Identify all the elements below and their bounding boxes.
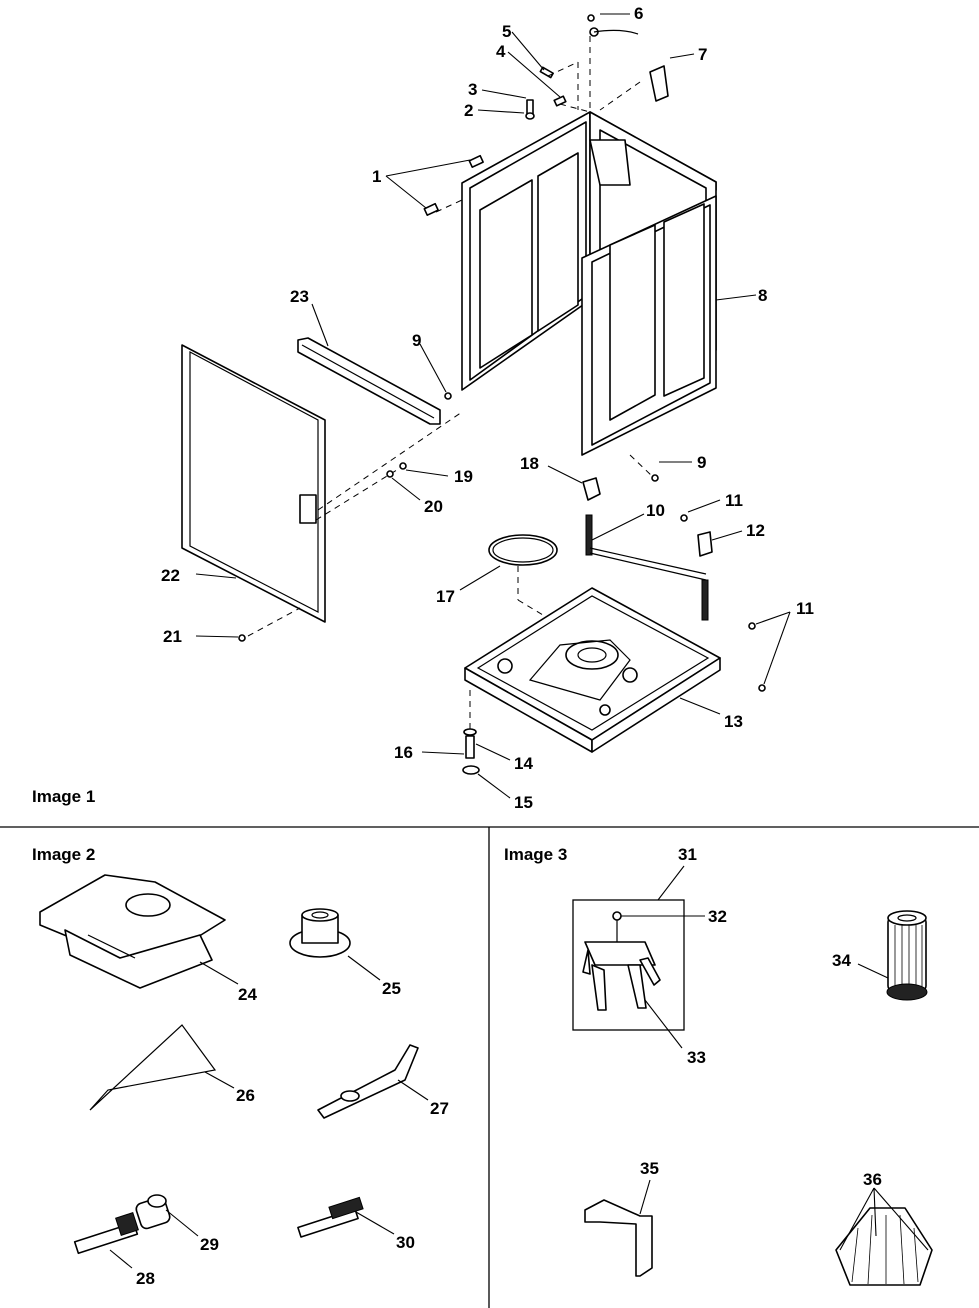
callout-28: 28 <box>136 1269 155 1288</box>
callout-25: 25 <box>382 979 401 998</box>
part-34-foot <box>886 910 928 1001</box>
callout-35: 35 <box>640 1159 659 1178</box>
tub-ring <box>488 534 599 649</box>
callout-3: 3 <box>468 80 478 99</box>
callout-18: 18 <box>520 454 539 473</box>
callout-23: 23 <box>290 287 309 306</box>
part-28-29-valve <box>73 1194 171 1255</box>
callout-16: 16 <box>394 743 413 762</box>
screws <box>238 392 659 642</box>
callout-20: 20 <box>424 497 443 516</box>
callout-36: 36 <box>863 1170 882 1189</box>
callout-4: 4 <box>496 42 506 61</box>
callout-11-upper: 11 <box>725 491 743 510</box>
callout-12: 12 <box>746 521 765 540</box>
callout-1: 1 <box>372 167 382 186</box>
part-36-agitator <box>835 1207 933 1286</box>
callout-2: 2 <box>464 101 474 120</box>
callout-13: 13 <box>724 712 743 731</box>
leveling-foot <box>462 690 480 775</box>
callout-21: 21 <box>163 627 182 646</box>
callout-10: 10 <box>646 501 665 520</box>
panel-title-image3: Image 3 <box>504 845 568 864</box>
callout-34: 34 <box>832 951 851 970</box>
callout-33: 33 <box>687 1048 706 1067</box>
callout-27: 27 <box>430 1099 449 1118</box>
front-top-strip <box>297 337 441 425</box>
part-24-cover <box>39 874 226 989</box>
leader-lines-image3 <box>621 865 929 1251</box>
callout-5: 5 <box>502 22 512 41</box>
callout-7: 7 <box>698 45 708 64</box>
panel-title-image1: Image 1 <box>32 787 96 806</box>
callout-8: 8 <box>758 286 768 305</box>
base-frame <box>464 587 721 753</box>
leader-lines-image1 <box>195 13 791 799</box>
callout-9-upper: 9 <box>412 331 422 350</box>
callout-22: 22 <box>161 566 180 585</box>
part-26-wire <box>89 1024 217 1111</box>
panel-title-image2: Image 2 <box>32 845 96 864</box>
callout-17: 17 <box>436 587 455 606</box>
callout-14: 14 <box>514 754 533 773</box>
callout-24: 24 <box>238 985 257 1004</box>
callout-11-lower: 11 <box>796 599 814 618</box>
front-panel <box>181 344 463 637</box>
part-30-shaft <box>297 1196 364 1238</box>
base-hardware <box>582 477 766 692</box>
part-31-box <box>572 899 685 1031</box>
callout-30: 30 <box>396 1233 415 1252</box>
callout-26: 26 <box>236 1086 255 1105</box>
callout-9-lower: 9 <box>697 453 707 472</box>
callout-15: 15 <box>514 793 533 812</box>
top-hardware <box>423 14 669 216</box>
leader-lines-image2 <box>109 955 429 1269</box>
callout-19: 19 <box>454 467 473 486</box>
callout-31: 31 <box>678 845 697 864</box>
callout-6: 6 <box>634 4 644 23</box>
callout-29: 29 <box>200 1235 219 1254</box>
cabinet-shell <box>461 111 717 456</box>
part-25-cap <box>289 908 351 958</box>
part-27-strap <box>317 1044 419 1119</box>
part-31-assembly <box>572 899 685 1031</box>
callout-32: 32 <box>708 907 727 926</box>
part-35-bracket <box>584 1199 653 1277</box>
